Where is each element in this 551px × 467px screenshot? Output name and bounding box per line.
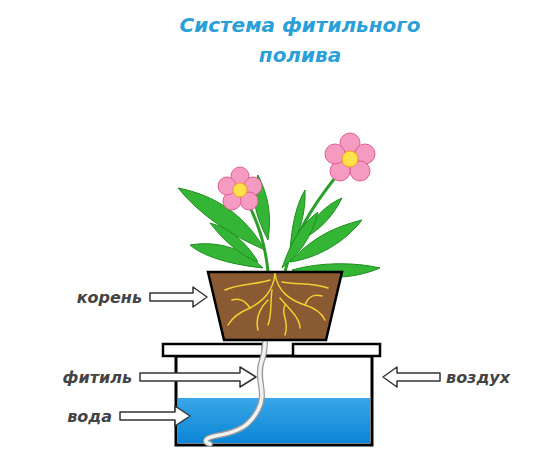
flower-pot [208,272,342,340]
diagram-title: Система фитильного полива [170,10,430,70]
water-tank [176,356,372,445]
pointer-arrows [120,287,440,426]
flower [218,133,375,210]
part-label: вода [67,407,112,426]
part-label: корень [77,288,142,307]
plant [178,162,380,277]
part-label: воздух [446,368,510,387]
part-label: фитиль [63,368,132,387]
tank-lid [163,344,380,356]
